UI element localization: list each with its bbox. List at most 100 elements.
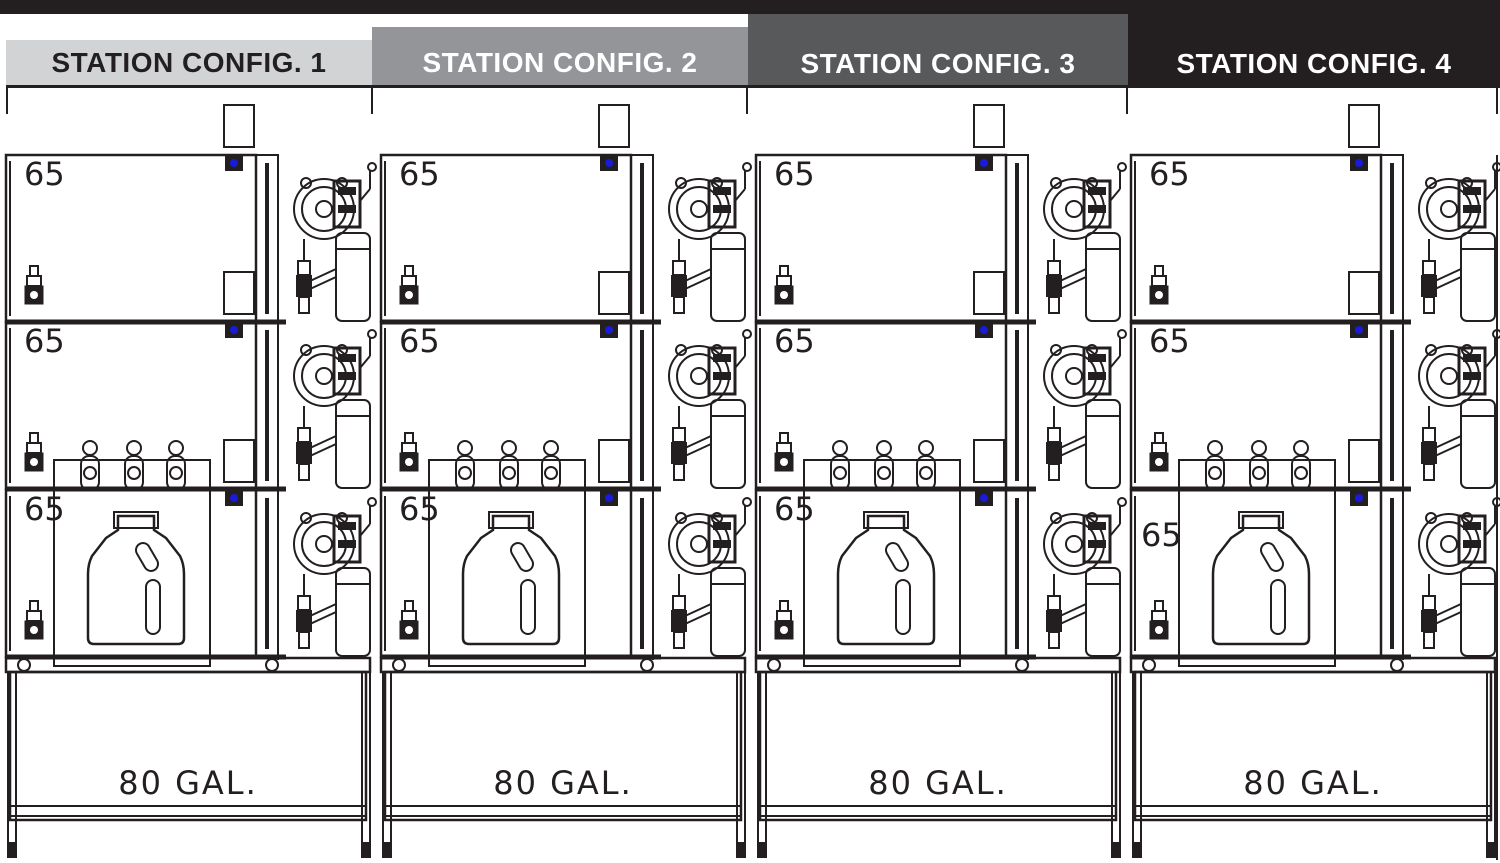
sensor-box: [973, 439, 1005, 483]
outlet-valve-nozzle: [1048, 631, 1060, 649]
tank: [383, 670, 743, 822]
manifold-valve: [455, 455, 475, 491]
shelf: 65: [379, 104, 752, 325]
outlet-valve-body: [1421, 442, 1437, 464]
pipe: [684, 276, 712, 290]
tank-stand: 80 GAL.: [754, 656, 1122, 858]
outlet-valve-nozzle: [298, 463, 310, 481]
tab-station-config-1[interactable]: STATION CONFIG. 1: [6, 40, 372, 88]
container-window: [520, 579, 536, 635]
stand-bolt: [1390, 658, 1404, 672]
stand-bolt: [767, 658, 781, 672]
valve-stem: [1154, 432, 1164, 444]
filter-canister: [1085, 399, 1121, 489]
manifold-port: [458, 466, 472, 480]
valve-port: [405, 458, 413, 466]
outlet-valve-nozzle: [1423, 296, 1435, 314]
outlet-valve: [297, 427, 311, 443]
filter-canister: [710, 399, 746, 489]
pump-knob: [367, 329, 377, 339]
pump-motor: [1457, 514, 1487, 564]
valve-stem: [779, 432, 789, 444]
valve-stem: [404, 265, 414, 277]
manifold-port: [877, 466, 891, 480]
pump-motor-band: [1463, 372, 1481, 380]
pump-knob: [367, 162, 377, 172]
sensor-box: [973, 271, 1005, 315]
manifold-valve: [124, 455, 144, 491]
shelf-label: 65: [24, 155, 65, 193]
pipe: [1434, 443, 1462, 457]
pipe: [684, 435, 712, 449]
manifold-port: [833, 466, 847, 480]
manifold-port: [127, 466, 141, 480]
pipe: [684, 268, 712, 282]
pump-handle: [734, 188, 746, 202]
valve-body: [401, 610, 417, 622]
sensor-box: [1348, 271, 1380, 315]
tab-station-config-3[interactable]: STATION CONFIG. 3: [748, 14, 1128, 88]
valve-stem: [779, 265, 789, 277]
valve-stem: [29, 265, 39, 277]
pump-handle: [1109, 188, 1121, 202]
indicator-blue-dot: [230, 494, 238, 502]
sensor-box: [223, 104, 255, 148]
outlet-valve-nozzle: [673, 296, 685, 314]
valve-stem: [29, 432, 39, 444]
valve-port: [1155, 458, 1163, 466]
manifold-frame: [1178, 459, 1336, 667]
filter-canister: [1460, 567, 1496, 657]
gauge-icon: [126, 440, 142, 456]
tab-station-config-4[interactable]: STATION CONFIG. 4: [1128, 14, 1500, 88]
manifold-port: [83, 466, 97, 480]
pump-motor-band: [338, 205, 356, 213]
outlet-valve-body: [1046, 610, 1062, 632]
manifold-port: [502, 466, 516, 480]
gauge-icon: [82, 440, 98, 456]
manifold: [428, 440, 586, 667]
indicator-blue-dot: [605, 494, 613, 502]
valve-port: [780, 458, 788, 466]
indicator-blue-dot: [605, 326, 613, 334]
stand-foot: [757, 842, 767, 858]
pump-motor-band: [1463, 187, 1481, 195]
pipe: [309, 611, 337, 625]
pump-knob: [367, 497, 377, 507]
outlet-valve: [672, 260, 686, 276]
pump-hub: [1065, 535, 1083, 553]
manifold-valve: [166, 455, 186, 491]
filter-canister: [335, 399, 371, 489]
pump-motor: [707, 514, 737, 564]
tab-station-config-2[interactable]: STATION CONFIG. 2: [372, 27, 748, 88]
gauge-icon: [1207, 440, 1223, 456]
pipe: [1059, 443, 1087, 457]
pump-lug: [1050, 512, 1062, 524]
pump-motor: [332, 514, 362, 564]
pump-motor-band: [713, 354, 731, 362]
shelf: 65: [1129, 439, 1500, 660]
outlet-valve-nozzle: [1048, 296, 1060, 314]
pump-motor: [707, 179, 737, 229]
pump-handle: [359, 523, 371, 537]
pump-motor-band: [1088, 540, 1106, 548]
pipe: [1434, 603, 1462, 617]
valve-body: [1151, 442, 1167, 454]
filter-canister: [710, 567, 746, 657]
pipe: [309, 443, 337, 457]
valve-body: [401, 275, 417, 287]
outlet-valve-body: [1421, 275, 1437, 297]
pipe: [309, 276, 337, 290]
outlet-valve: [1047, 260, 1061, 276]
valve-body: [26, 275, 42, 287]
tank-stand: 80 GAL.: [4, 656, 372, 858]
valve-port: [30, 458, 38, 466]
pipe: [684, 611, 712, 625]
pump-lug: [675, 344, 687, 356]
pump-knob: [1117, 329, 1127, 339]
pump-hub: [315, 200, 333, 218]
pipe: [309, 603, 337, 617]
gauge-icon: [918, 440, 934, 456]
valve-body: [776, 275, 792, 287]
